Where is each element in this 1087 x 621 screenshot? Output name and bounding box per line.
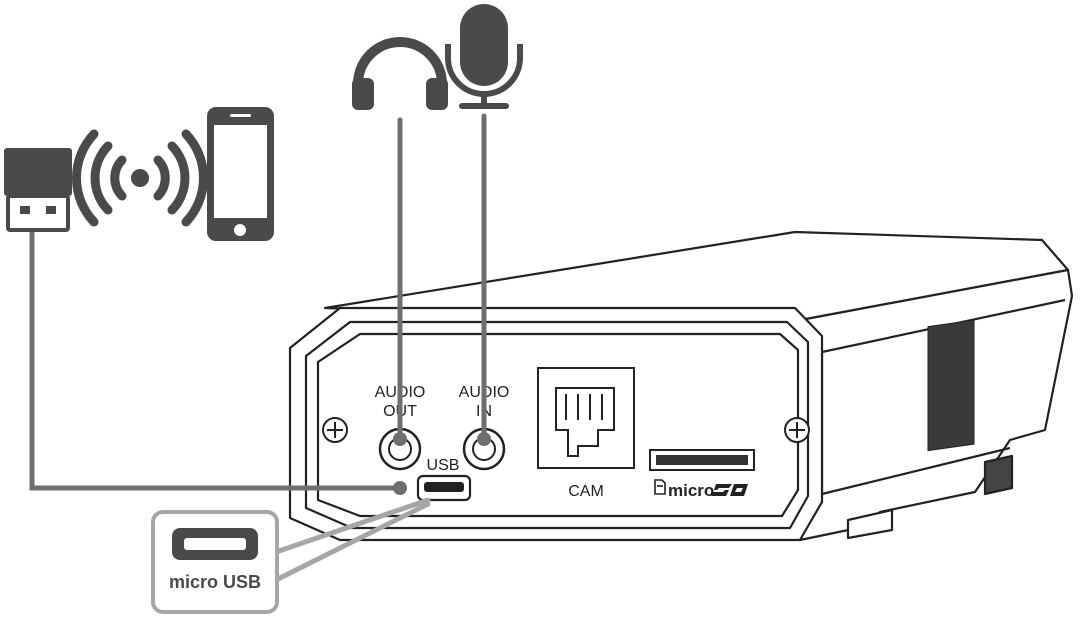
smartphone-icon: [207, 107, 274, 241]
audio-out-jack[interactable]: [378, 427, 422, 471]
cam-port-label: CAM: [568, 483, 604, 500]
device-side-clip: [983, 454, 1014, 496]
microphone-plug-end: [477, 432, 491, 446]
headphone-plug-end: [393, 432, 407, 446]
usb-cable: [29, 229, 403, 491]
cam-port[interactable]: [537, 367, 635, 469]
callout-box: [151, 510, 279, 614]
front-panel-ports: AUDIO OUT AUDIO IN USB CAM micro: [322, 367, 810, 502]
wireless-signal-icon: [72, 129, 208, 227]
screw-icon: [322, 417, 348, 443]
cables: [29, 113, 487, 491]
callout-pointer: [273, 497, 431, 583]
micro-usb-connector-icon: [172, 528, 258, 560]
micro-usb-port[interactable]: [416, 474, 472, 502]
usb-plug-end: [393, 481, 407, 495]
usb-plug-icon: [4, 148, 72, 232]
sd-card-icon: [654, 479, 666, 495]
micro-sd-label: micro: [668, 481, 714, 500]
device-side-vent: [927, 319, 975, 452]
micro-usb-callout-label: micro USB: [169, 572, 261, 592]
micro-usb-callout: micro USB: [151, 497, 431, 614]
device-bottom-bracket: [846, 508, 894, 540]
sd-logo-icon: [711, 484, 748, 496]
headphones-icon: [352, 37, 448, 110]
micro-sd-slot[interactable]: [649, 449, 755, 471]
screw-icon: [784, 417, 810, 443]
device-side-lower-edge: [821, 446, 1011, 496]
usb-port-label: USB: [427, 457, 460, 474]
microphone-icon: [445, 4, 523, 109]
